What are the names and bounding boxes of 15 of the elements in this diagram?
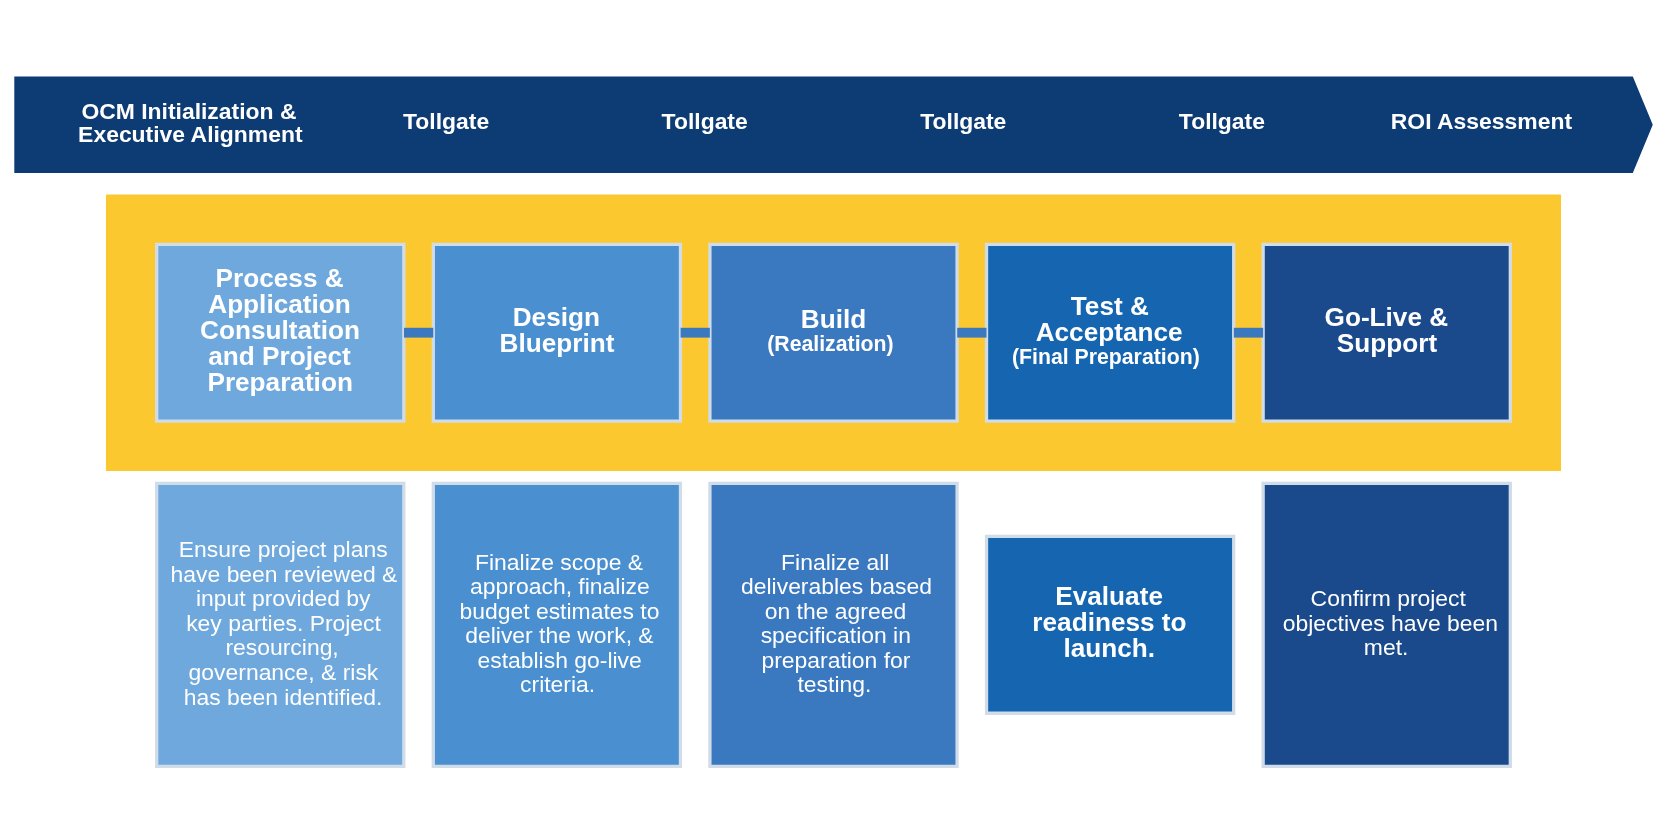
connector <box>1233 327 1264 338</box>
node-box: Test & Acceptance (Final Preparation) <box>984 242 1236 423</box>
connector <box>680 327 710 338</box>
node-box: Go-Live & Support <box>1261 242 1512 423</box>
cluster <box>105 193 1562 471</box>
node-box: Ensure project plans have been reviewed & input provided by key parties. Project resourcing, governance, & risk has been identified. <box>155 481 406 768</box>
node-box: Finalize scope & approach, finalize budget estimates to deliver the work, & establish go-live criteria. <box>431 481 683 768</box>
node-box: Evaluate readiness to launch. <box>984 534 1236 715</box>
node-box: Process & Application Consultation and Project Preparation <box>155 242 406 423</box>
node-box: Confirm project objectives have been met. <box>1261 481 1512 768</box>
node-box: Build (Realization) <box>708 242 959 423</box>
connector <box>404 327 434 338</box>
node-box: Design Blueprint <box>431 242 683 423</box>
connector <box>957 327 987 338</box>
node-box: Finalize all deliverables based on the agreed specification in preparation for testing. <box>708 481 959 768</box>
